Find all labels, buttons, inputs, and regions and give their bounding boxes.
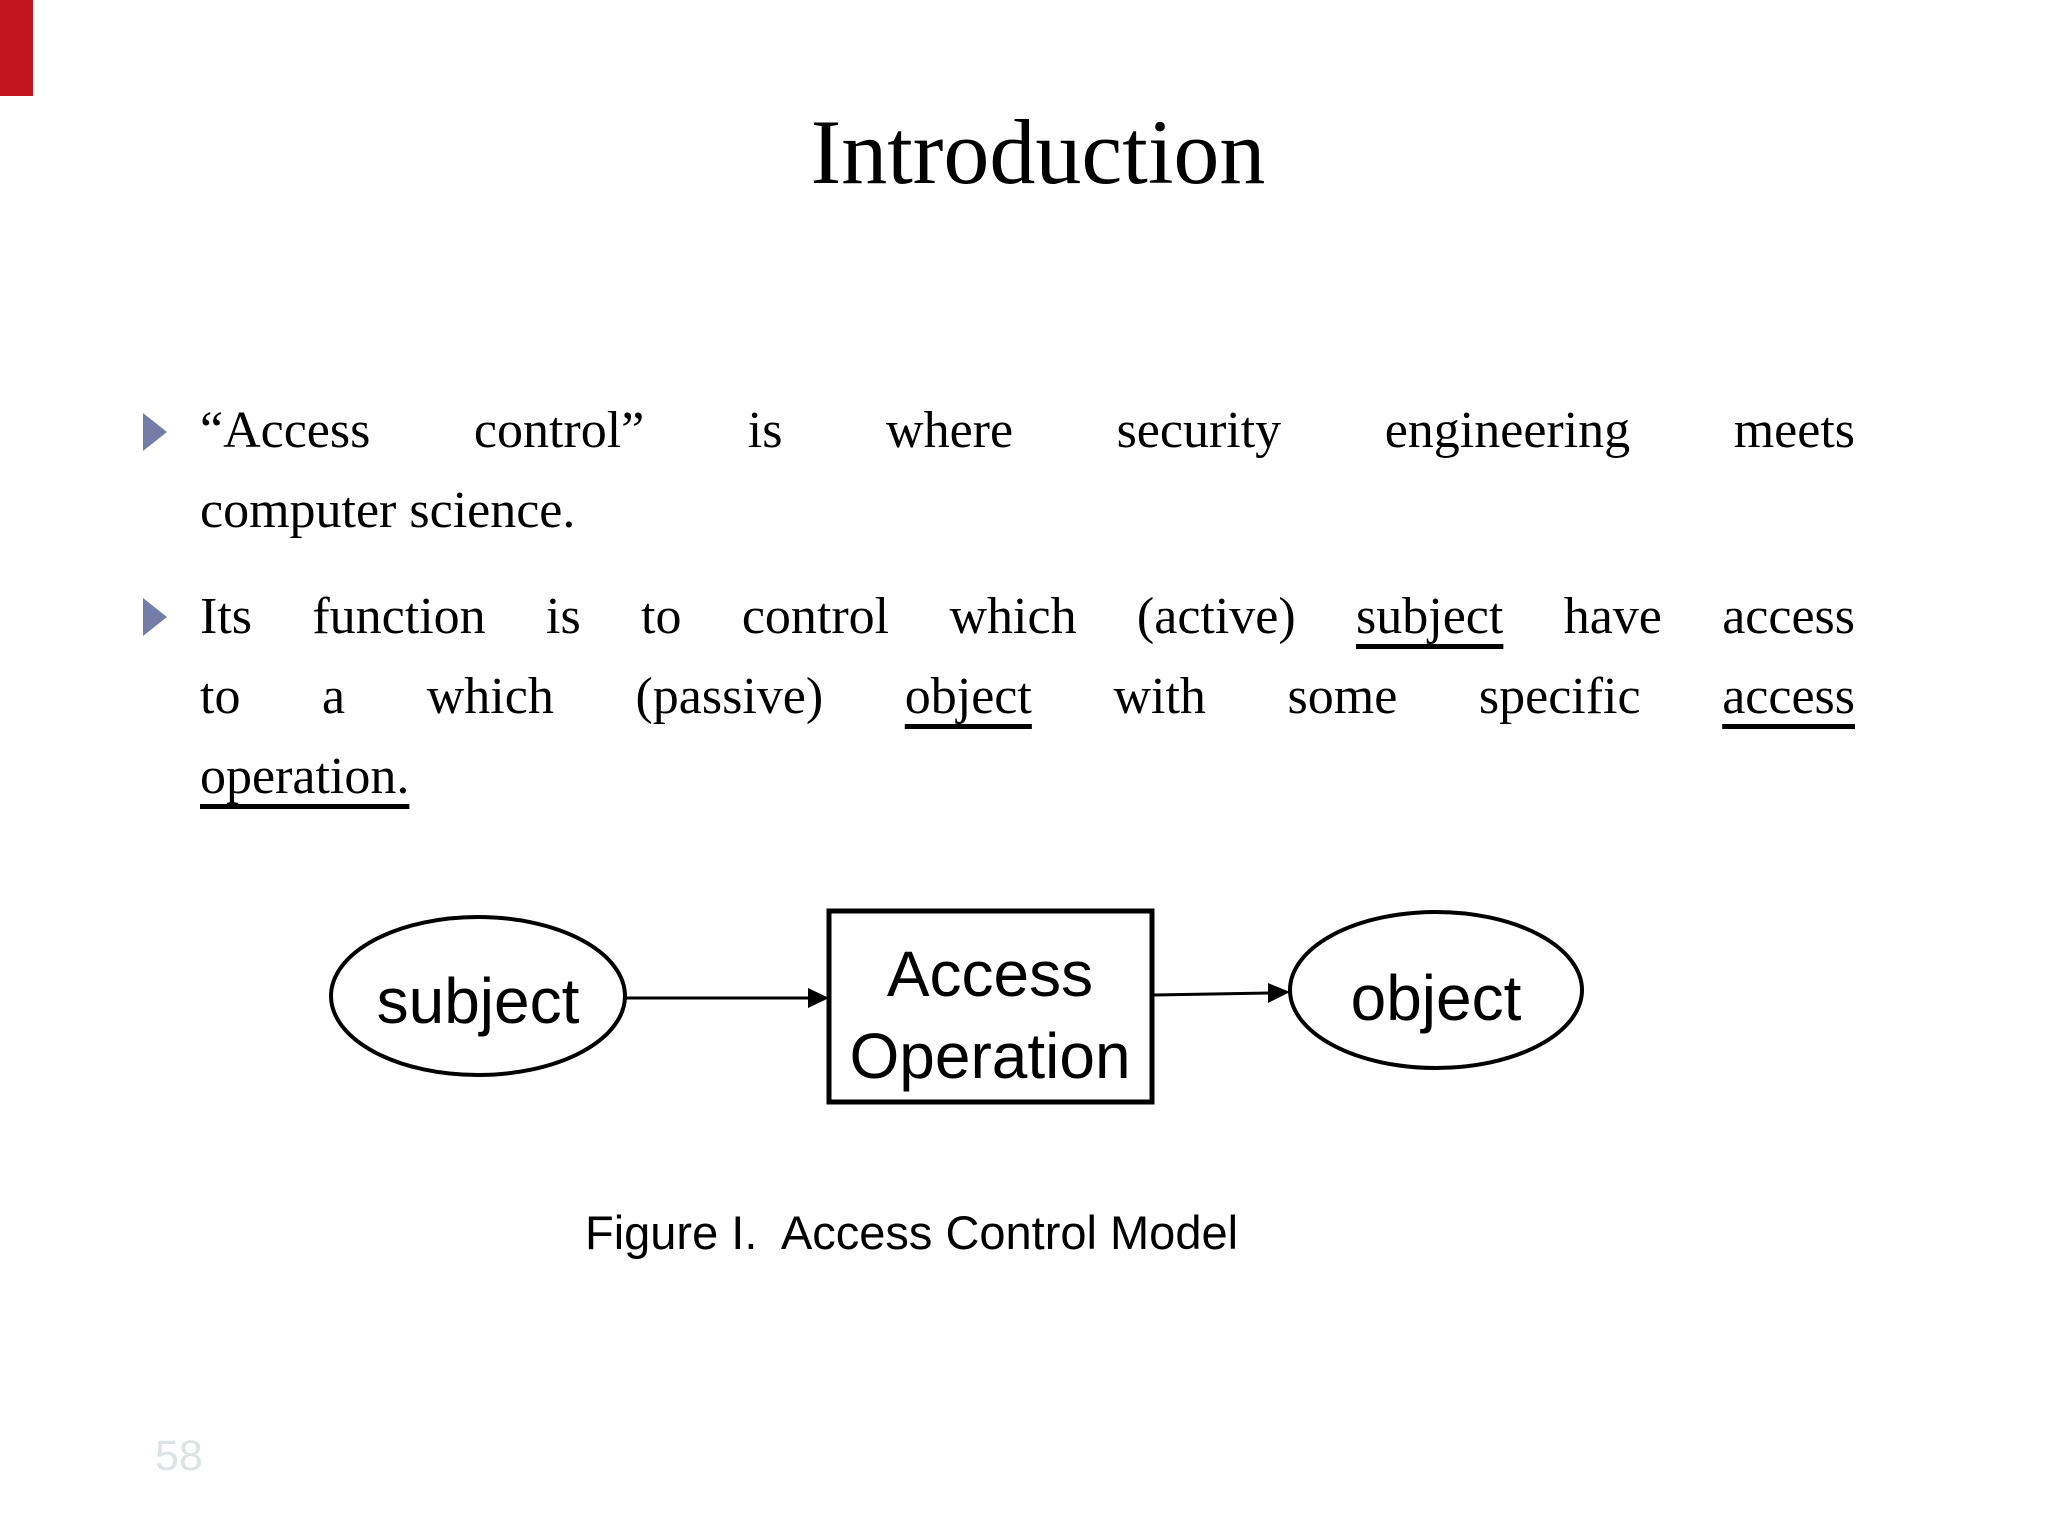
figure-caption: Figure I. Access Control Model [585,1206,1239,1259]
arrowhead-icon [808,988,829,1008]
access-operation-box [826,908,1155,1105]
access-operation-label-line2: Operation [849,1020,1130,1092]
object-ellipse [1288,910,1584,1070]
slide-title: Introduction [810,101,1266,203]
text-segment: computer science. [200,482,576,539]
bullet-triangle-icon [143,598,167,636]
text-segment: to a which (passive) [200,668,905,725]
body-text-line: operation. [200,737,1855,817]
underlined-term: operation. [200,748,410,805]
object-label: object [1351,962,1522,1034]
body-text-line: “Access control” is where security engin… [200,391,1855,471]
bullet-paragraph: Its function is to control which (active… [200,577,1855,817]
underlined-term: object [904,668,1032,725]
arrowhead-icon [1268,983,1290,1003]
underlined-term: access [1722,668,1855,725]
text-segment: have access [1503,588,1856,645]
body-text-line: to a which (passive) object with some sp… [200,657,1855,737]
text-segment: “Access control” is where security engin… [200,402,1855,459]
bullet-triangle-icon [143,413,167,451]
access-operation-label-line1: Access [887,938,1093,1010]
subject-label: subject [377,965,580,1037]
text-segment: Its function is to control which (active… [200,588,1357,645]
underlined-term: subject [1356,588,1504,645]
arrow-box-to-object [1153,991,1271,997]
page-number: 58 [155,1432,203,1480]
text-segment: with some specific [1031,668,1723,725]
body-text-line: computer science. [200,471,1855,551]
bullet-paragraph: “Access control” is where security engin… [200,391,1855,551]
body-text-line: Its function is to control which (active… [200,577,1855,657]
theme-accent-bar [0,0,33,96]
subject-ellipse [329,915,627,1077]
